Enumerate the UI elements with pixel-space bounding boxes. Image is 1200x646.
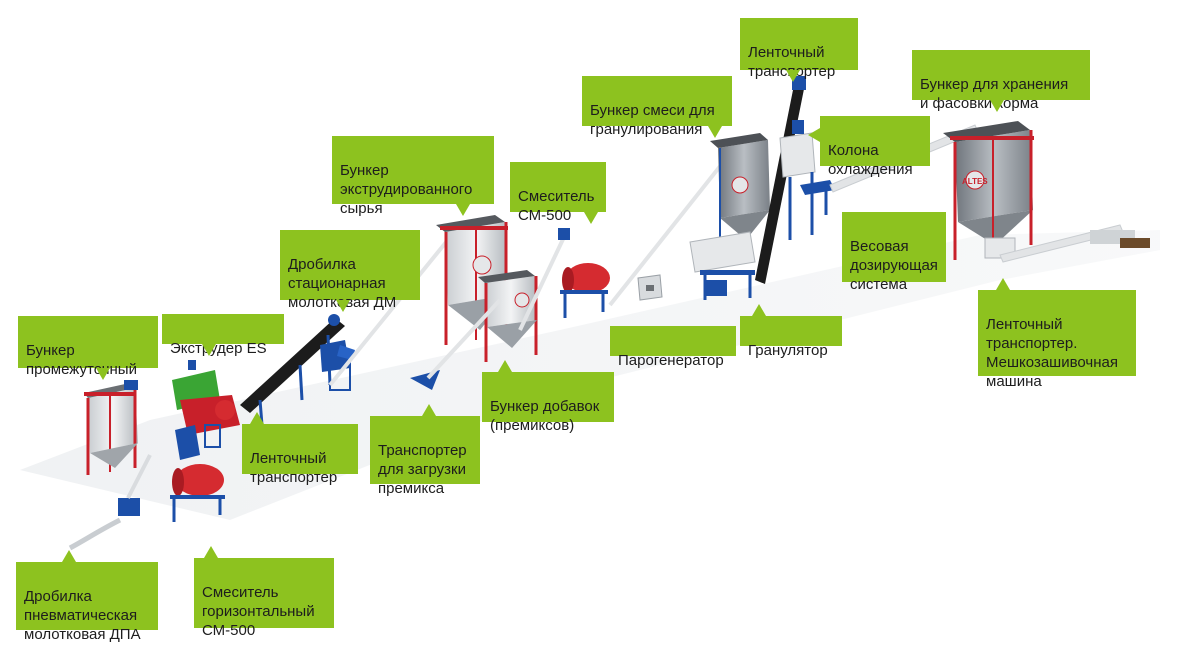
cooling-column [779,120,835,240]
label-text: Бункер экструдированного сырья [340,162,473,217]
bunker-additives [478,270,538,362]
label-bunker-intermediate: Бункер промежуточный [18,316,158,380]
crusher-stationary [320,340,355,391]
callout-pointer [336,300,350,312]
mixer-cm500-top [518,228,610,331]
inclined-conveyor-1 [328,223,462,387]
callout-pointer [996,278,1010,290]
logo-text: ALTES [962,177,988,186]
callout-pointer [990,100,1004,112]
callout-pointer [250,412,264,424]
label-cooling-column: Колона охлаждения [808,116,930,178]
callout-pointer [62,550,76,562]
callout-pointer [202,344,216,356]
label-text: Бункер добавок (премиксов) [490,398,600,434]
label-text: Ленточный транспортер [250,450,338,486]
label-granulator: Гранулятор [740,304,842,359]
label-crusher-pneumatic: Дробилка пневматическая молотковая ДПА [16,550,158,643]
label-crusher-stationary: Дробилка стационарная молотковая ДМ [280,230,420,312]
callout-pointer [204,546,218,558]
label-text: Колона охлаждения [828,142,913,178]
weighing-and-bagging [984,224,1150,263]
callout-pointer [584,212,598,224]
label-belt-conveyor-bagging: Ленточный транспортер. Мешкозашивочная м… [978,278,1136,390]
label-belt-conveyor-top: Ленточный транспортер [740,18,858,82]
label-text: Весовая дозирующая система [850,238,938,293]
mixer-horizontal [170,425,225,522]
callout-pointer [498,360,512,372]
steam-generator [637,274,663,301]
label-text: Бункер промежуточный [26,342,137,378]
label-text: Парогенератор [618,352,724,369]
label-text: Смеситель горизонтальный СМ-500 [202,584,315,639]
callout-pointer [708,126,722,138]
label-text: Смеситель СМ-500 [518,188,595,224]
callout-pointer [96,368,110,380]
premix-conveyor [410,298,502,390]
label-premix-conveyor: Транспортер для загрузки премикса [370,404,480,497]
label-text: Дробилка пневматическая молотковая ДПА [24,588,141,643]
label-bunker-extruded: Бункер экструдированного сырья [332,136,494,217]
label-bunker-additives: Бункер добавок (премиксов) [482,360,614,434]
callout-pointer [752,304,766,316]
label-steam-generator: Парогенератор [610,326,736,369]
callout-pointer [808,128,820,142]
bunker-storage [943,121,1034,260]
bunker-intermediate [84,380,138,475]
label-mixer-cm500-top: Смеситель СМ-500 [510,162,606,224]
callout-pointer [456,204,470,216]
crusher-pneumatic [68,454,152,551]
label-text: Транспортер для загрузки премикса [378,442,467,497]
label-belt-conveyor-low: Ленточный транспортер [242,412,358,486]
inclined-conveyor-2 [608,158,727,307]
granulator [689,231,756,300]
label-weighing-system: Весовая дозирующая система [842,212,946,293]
label-bunker-storage: Бункер для хранения и фасовки корма [912,50,1090,112]
label-text: Экструдер ES [170,340,267,357]
label-text: Ленточный транспортер. Мешкозашивочная м… [986,316,1118,390]
label-text: Бункер для хранения и фасовки корма [920,76,1069,112]
label-bunker-granulation: Бункер смеси для гранулирования [582,76,732,138]
label-extruder: Экструдер ES [162,314,284,357]
label-mixer-horizontal: Смеситель горизонтальный СМ-500 [194,546,334,639]
label-text: Гранулятор [748,342,828,359]
callout-pointer [422,404,436,416]
callout-pointer [786,70,800,82]
label-text: Бункер смеси для гранулирования [590,102,715,138]
